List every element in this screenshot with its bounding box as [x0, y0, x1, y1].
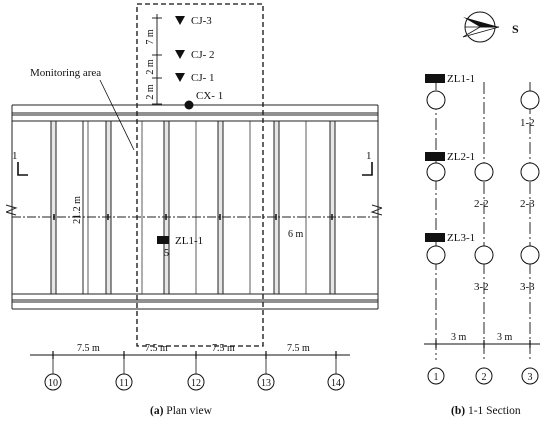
axis-bubble-13 — [257, 373, 275, 391]
break-symbol-right — [370, 204, 384, 216]
pile-circle — [426, 245, 446, 265]
section-dim-ticks — [435, 340, 531, 348]
axis-bubble-14 — [327, 373, 345, 391]
cj3-triangle-icon — [175, 16, 185, 25]
pile-circle — [474, 245, 494, 265]
pile-circle — [426, 162, 446, 182]
svg-text:1: 1 — [434, 372, 439, 383]
cj2-triangle-icon — [175, 50, 185, 59]
pile-id-3-2: 3-2 — [474, 281, 489, 293]
cx1-dot-icon — [184, 100, 194, 110]
deck-top-band — [12, 104, 378, 122]
centre-line-ticks — [53, 214, 333, 220]
axis-bubble-12 — [187, 373, 205, 391]
beam — [163, 120, 170, 295]
pile-circle — [426, 90, 446, 110]
zl21-section-label: ZL2-1 — [447, 151, 475, 163]
section-caption: (b) 1-1 Section — [451, 405, 521, 417]
cj3-label: CJ-3 — [191, 15, 212, 27]
pile-id-3-3: 3-3 — [520, 281, 535, 293]
section-axis-bubble-2 — [475, 367, 493, 385]
pile-circle — [520, 245, 540, 265]
break-symbol-left — [4, 204, 18, 216]
svg-text:3: 3 — [528, 372, 533, 383]
deck-bottom-band — [12, 293, 378, 310]
pile-id-2-3: 2-3 — [520, 198, 535, 210]
bay-dim-4: 7.5 m — [287, 343, 310, 354]
bay-dim-3: 7.5 m — [212, 343, 235, 354]
cx1-label: CX- 1 — [196, 90, 223, 102]
monitoring-area-box — [136, 3, 264, 347]
section-axis-bubbles: 1 2 3 — [427, 367, 539, 385]
zl21-section-marker-icon — [425, 152, 445, 161]
plan-view: 21.2 m 6 m 1 1 Monitoring area 7 m 2 m 2… — [3, 3, 385, 417]
width-dim-label: 21.2 m — [72, 196, 83, 224]
beam — [105, 120, 112, 295]
section-dim-1: 3 m — [451, 332, 467, 343]
spacing-dim-label: 6 m — [288, 229, 304, 240]
svg-text:14: 14 — [331, 378, 341, 389]
zl11-label: ZL1-1 — [175, 235, 203, 247]
svg-text:1: 1 — [12, 150, 18, 162]
dim-7m: 7 m — [145, 29, 156, 45]
section-view: S ZL1-1 ZL2-1 ZL3-1 1-2 2-2 2-3 3-2 3-3 — [424, 11, 540, 417]
zl31-section-marker-icon — [425, 233, 445, 242]
monitoring-area-label: Monitoring area — [30, 67, 101, 79]
monitoring-area-leader — [99, 79, 135, 151]
pile-circle — [520, 90, 540, 110]
compass-label: S — [512, 22, 519, 36]
section-mark-left: 1 — [12, 150, 28, 176]
compass-icon — [462, 11, 500, 43]
beam — [273, 120, 280, 295]
zl11-section-label: ZL1-1 — [447, 73, 475, 85]
svg-text:11: 11 — [119, 378, 129, 389]
pile-id-1-2: 1-2 — [520, 117, 535, 129]
svg-text:13: 13 — [261, 378, 271, 389]
cj1-triangle-icon — [175, 73, 185, 82]
bay-dim-ticks — [52, 351, 337, 359]
svg-text:2: 2 — [482, 372, 487, 383]
zl11-marker-icon — [157, 236, 169, 244]
section-axis-bubble-3 — [521, 367, 539, 385]
section-dim-2: 3 m — [497, 332, 513, 343]
beam — [50, 120, 57, 295]
bay-dim-1: 7.5 m — [77, 343, 100, 354]
point-dim-chain — [152, 14, 162, 105]
zl11-section-marker-icon — [425, 74, 445, 83]
cj2-label: CJ- 2 — [191, 49, 215, 61]
beams — [50, 120, 336, 295]
svg-text:1: 1 — [366, 150, 372, 162]
section-axis-bubble-1 — [427, 367, 445, 385]
section-mark-right: 1 — [362, 150, 373, 176]
svg-text:12: 12 — [191, 378, 201, 389]
axis-bubble-10 — [44, 373, 62, 391]
beam — [217, 120, 224, 295]
svg-text:10: 10 — [48, 378, 58, 389]
plan-axis-bubbles: 10 11 12 13 14 — [44, 359, 345, 391]
zl11-small-mark: 5 — [164, 248, 169, 259]
secondary-lines — [87, 121, 307, 294]
pile-circle — [520, 162, 540, 182]
axis-bubble-11 — [115, 373, 133, 391]
dim-2m-lower: 2 m — [145, 84, 156, 100]
zl31-section-label: ZL3-1 — [447, 232, 475, 244]
cj1-label: CJ- 1 — [191, 72, 215, 84]
pile-id-2-2: 2-2 — [474, 198, 489, 210]
beam — [329, 120, 336, 295]
plan-caption: (a) Plan view — [150, 405, 213, 417]
bay-dim-2: 7.5 m — [145, 343, 168, 354]
section-pile-lines — [435, 78, 531, 360]
dim-2m-upper: 2 m — [145, 59, 156, 75]
pile-circle — [474, 162, 494, 182]
